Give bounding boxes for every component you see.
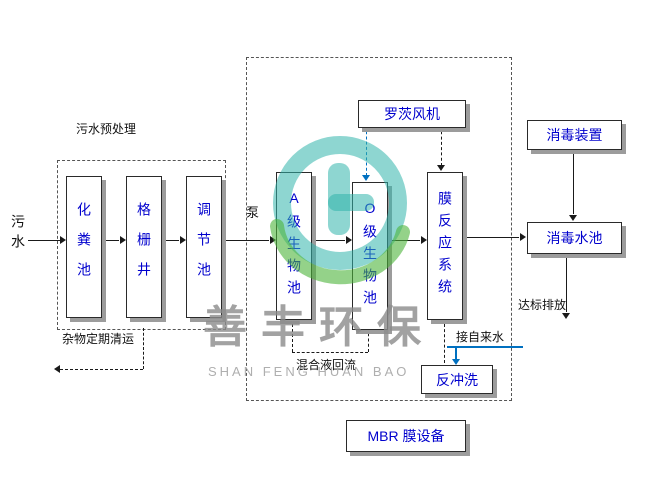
tank-regulating: 调节池 bbox=[186, 176, 222, 318]
flow-line-o-to-membrane bbox=[386, 240, 420, 241]
flow-line-screen-regulating bbox=[160, 240, 179, 241]
flow-line-influent bbox=[28, 240, 60, 241]
arrow-down-disinfect-tank bbox=[569, 215, 577, 221]
air-line-to-o-bio bbox=[366, 126, 367, 176]
pretreatment-label: 污水预处理 bbox=[76, 122, 137, 136]
pretreatment-group-outline bbox=[57, 160, 226, 330]
influent-label: 污水 bbox=[8, 214, 28, 257]
tank-a-bio: A级生物池 bbox=[276, 172, 312, 320]
arrow-into-membrane bbox=[421, 236, 427, 244]
return-line-horizontal bbox=[292, 352, 368, 353]
flow-line-septic-screen bbox=[100, 240, 119, 241]
return-line-up bbox=[292, 324, 293, 352]
flow-line-discharge bbox=[566, 252, 567, 312]
air-line-to-membrane bbox=[441, 126, 442, 166]
arrow-into-disinfect-tank bbox=[520, 233, 526, 241]
arrow-into-backwash bbox=[452, 359, 460, 365]
debris-removal-label: 杂物定期清运 bbox=[62, 332, 135, 346]
arrow-debris-out bbox=[54, 365, 60, 373]
backwash-label: 反冲洗 bbox=[436, 371, 478, 388]
debris-line-horizontal bbox=[60, 369, 143, 370]
mbr-group-outline bbox=[246, 57, 512, 401]
flow-line-a-to-o bbox=[310, 240, 345, 241]
arrow-into-screen bbox=[120, 236, 126, 244]
debris-line-vertical bbox=[143, 328, 144, 369]
tank-membrane-system: 膜反应系统 bbox=[427, 172, 463, 320]
tank-screen-well: 格栅井 bbox=[126, 176, 162, 318]
flow-line-pump bbox=[220, 240, 269, 241]
tank-septic: 化粪池 bbox=[66, 176, 102, 318]
influent-label-text: 污水 bbox=[10, 214, 26, 254]
disinfect-device-box: 消毒装置 bbox=[527, 120, 622, 150]
arrow-air-membrane bbox=[437, 165, 445, 171]
tank-o-bio-label: O级生物池 bbox=[362, 200, 378, 312]
tank-o-bio: O级生物池 bbox=[352, 182, 388, 330]
mixed-liquor-return-label: 混合液回流 bbox=[296, 358, 357, 372]
disinfect-tank-box: 消毒水池 bbox=[527, 222, 622, 254]
flow-line-membrane-to-disinfect bbox=[461, 237, 519, 238]
return-line-down bbox=[368, 328, 369, 352]
flow-line-device-to-tank bbox=[573, 148, 574, 214]
arrow-backwash-membrane bbox=[440, 318, 448, 324]
tap-water-label: 接自来水 bbox=[456, 330, 505, 344]
roots-blower-label: 罗茨风机 bbox=[384, 106, 440, 122]
pump-label: 泵 bbox=[246, 205, 260, 220]
arrow-into-regulating bbox=[180, 236, 186, 244]
arrow-return-a-bio bbox=[288, 318, 296, 324]
tank-a-bio-label: A级生物池 bbox=[286, 190, 302, 302]
mbr-equipment-box: MBR 膜设备 bbox=[346, 420, 466, 452]
disinfect-tank-label: 消毒水池 bbox=[546, 230, 603, 246]
arrow-down-discharge bbox=[562, 313, 570, 319]
tap-water-drop-line bbox=[455, 348, 457, 360]
disinfect-device-label: 消毒装置 bbox=[546, 127, 603, 143]
tank-screen-well-label: 格栅井 bbox=[136, 202, 152, 292]
arrow-air-o-bio bbox=[362, 175, 370, 181]
tank-regulating-label: 调节池 bbox=[196, 202, 212, 292]
backwash-box: 反冲洗 bbox=[421, 365, 493, 394]
tank-septic-label: 化粪池 bbox=[76, 202, 92, 292]
tank-membrane-system-label: 膜反应系统 bbox=[437, 191, 453, 301]
arrow-into-septic bbox=[60, 236, 66, 244]
tap-water-line bbox=[447, 346, 523, 348]
backwash-line-up bbox=[444, 324, 445, 363]
roots-blower-box: 罗茨风机 bbox=[358, 100, 466, 128]
discharge-label: 达标排放 bbox=[518, 298, 567, 312]
mbr-equipment-label: MBR 膜设备 bbox=[367, 428, 445, 444]
